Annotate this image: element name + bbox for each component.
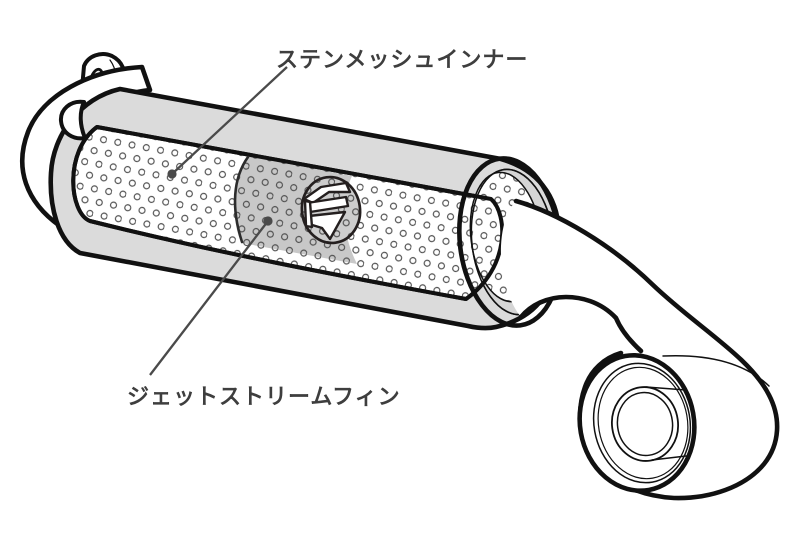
leader-dot	[167, 169, 177, 179]
fin-blade-left	[303, 199, 314, 229]
inlet-elbow	[58, 99, 87, 141]
leader-dot	[263, 216, 273, 226]
annotation-label-mesh-inner: ステンメッシュインナー	[276, 47, 529, 72]
jet-stream-fin-emblem	[300, 175, 362, 245]
exhaust-outlet	[577, 353, 697, 493]
inner-pipe	[611, 386, 679, 462]
leader-line-mesh-inner	[167, 66, 288, 179]
annotation-label-jet-stream-fin: ジェットストリームフィン	[127, 384, 401, 409]
leader-line-jet-stream-fin	[149, 216, 273, 376]
